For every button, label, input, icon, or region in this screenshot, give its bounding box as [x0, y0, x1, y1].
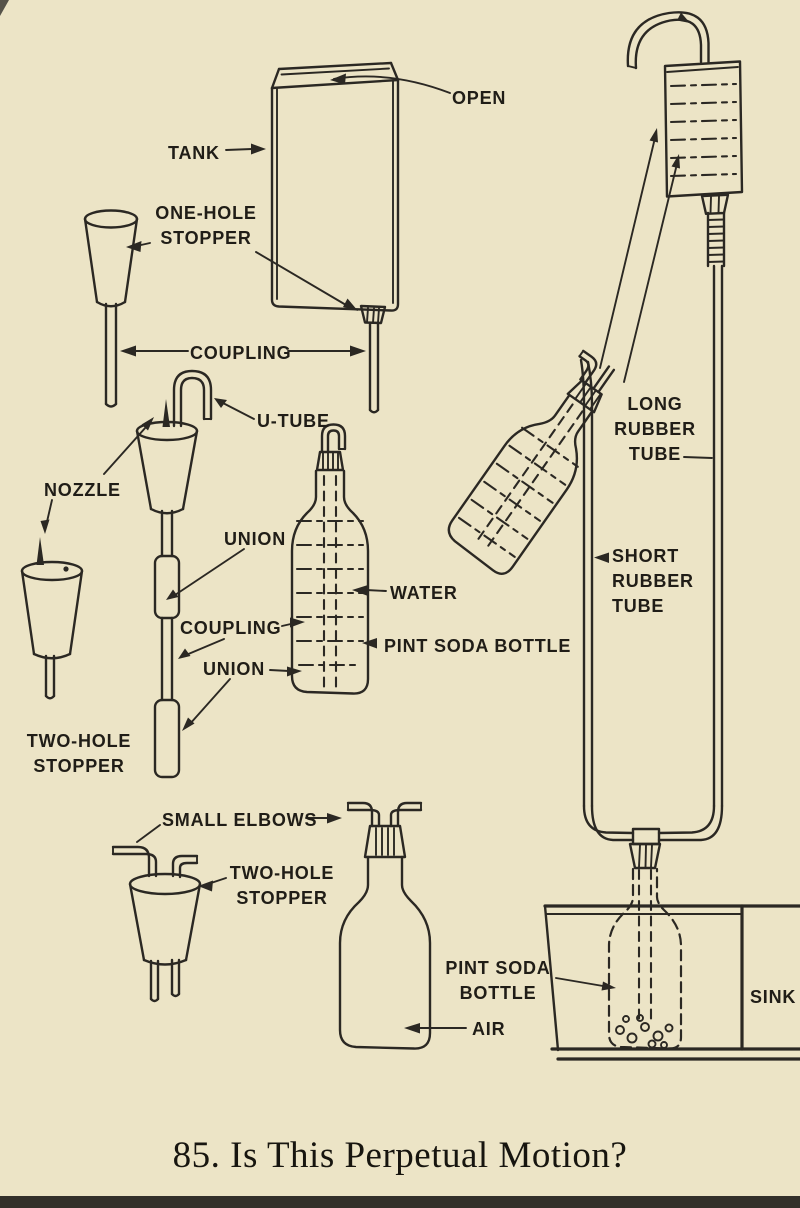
tube-network: [579, 264, 724, 870]
arrowheads: [40, 73, 616, 1034]
label-long-rubber-tube: LONG RUBBER TUBE: [614, 394, 696, 464]
label-tank: TANK: [168, 143, 220, 163]
center-bottle-figure: [290, 423, 370, 695]
label-short-rubber-tube: SHORT RUBBER TUBE: [612, 546, 694, 616]
label-coupling-mid: COUPLING: [180, 618, 282, 638]
label-two-hole-stopper-left: TWO-HOLE STOPPER: [26, 731, 132, 776]
label-one-hole-stopper: ONE-HOLE STOPPER: [155, 203, 257, 248]
label-open: OPEN: [452, 88, 507, 108]
label-coupling-top: COUPLING: [190, 343, 292, 363]
label-small-elbows: SMALL ELBOWS: [162, 810, 318, 830]
label-union-upper: UNION: [224, 529, 286, 549]
figure-caption: 85. Is This Perpetual Motion?: [172, 1135, 628, 1176]
label-union-lower: UNION: [203, 659, 265, 679]
sink-figure: [543, 904, 800, 1061]
air-bottle-figure: [338, 801, 432, 1050]
motion-arrows: [599, 128, 680, 383]
nozzle-stopper-figure: [20, 537, 84, 700]
label-sink: SINK: [750, 987, 797, 1007]
reservoir-figure: [626, 11, 744, 268]
sink-bottle-figure: [607, 867, 683, 1050]
elbow-stopper-figure: [111, 845, 202, 1003]
label-nozzle: NOZZLE: [44, 480, 121, 500]
label-air: AIR: [472, 1019, 506, 1039]
label-pint-soda-bottle-bottom: PINT SODA BOTTLE: [445, 958, 551, 1003]
label-u-tube: U-TUBE: [257, 411, 330, 431]
page-corner-mark: [0, 0, 9, 16]
leader-lines: [45, 75, 713, 1029]
label-water: WATER: [390, 583, 458, 603]
tilted-bottle-figure: [447, 349, 616, 575]
one-hole-stopper-figure: [83, 209, 139, 408]
tank-figure: [270, 61, 400, 414]
u-tube-assembly-figure: [135, 369, 213, 779]
label-pint-soda-bottle-mid: PINT SODA BOTTLE: [384, 636, 572, 656]
page-bottom-edge: [0, 1196, 800, 1208]
label-two-hole-stopper-bottom: TWO-HOLE STOPPER: [229, 863, 335, 908]
